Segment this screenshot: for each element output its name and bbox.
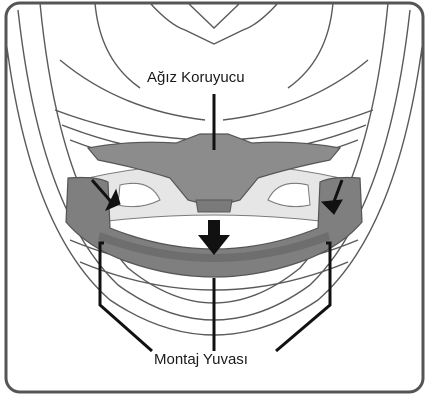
mount-slot-label: Montaj Yuvası [152,351,250,369]
chin-guard-tab [196,200,232,212]
chin-guard-label: Ağız Koruyucu [145,69,247,87]
